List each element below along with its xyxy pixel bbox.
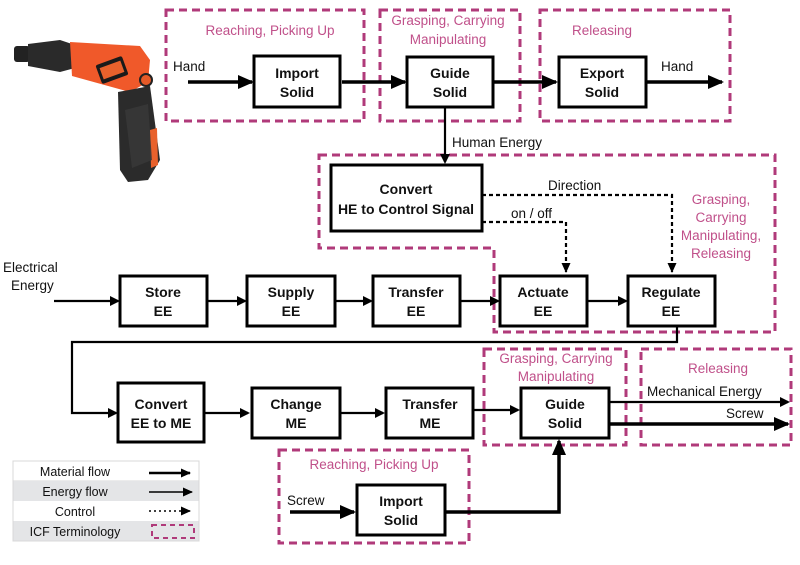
function-label: EE — [282, 303, 301, 319]
function-regulate-ee: Regulate EE — [626, 274, 717, 328]
icf-releasing-top — [538, 8, 732, 123]
function-label: ME — [420, 415, 441, 431]
flow-label: Mechanical Energy — [647, 384, 762, 399]
function-change-me: Change ME — [250, 386, 342, 440]
legend-label-control: Control — [55, 505, 95, 519]
function-label: HE to Control Signal — [338, 201, 474, 217]
icf-grasping-bottom — [482, 347, 628, 447]
flow-label: Energy — [11, 278, 54, 293]
icf-label: Reaching, Picking Up — [309, 457, 438, 472]
function-label: EE — [662, 303, 681, 319]
screwdriver-image — [14, 40, 160, 182]
icf-grasping-top — [378, 8, 522, 123]
function-label: Transfer — [402, 396, 458, 412]
function-guide-solid-top: Guide Solid — [405, 55, 495, 109]
icf-label: Releasing — [691, 246, 751, 261]
function-label: Supply — [268, 284, 315, 300]
flow-control-on-off — [482, 220, 571, 273]
function-store-ee: Store EE — [118, 274, 209, 328]
legend-label-icf: ICF Terminology — [30, 525, 122, 539]
flow-label: Human Energy — [452, 135, 542, 150]
function-label: Store — [145, 284, 181, 300]
function-label: EE — [534, 303, 553, 319]
function-supply-ee: Supply EE — [245, 274, 337, 328]
function-label: EE — [407, 303, 426, 319]
flow-label: Hand — [173, 59, 205, 74]
flow-label: Direction — [548, 178, 601, 193]
flow-label: Electrical — [3, 260, 58, 275]
icf-label: Grasping, Carrying — [391, 13, 504, 28]
flow-label: on / off — [511, 206, 552, 221]
function-label: Export — [580, 65, 625, 81]
flow-energy-wrap — [70, 326, 679, 418]
function-label: Guide — [545, 396, 585, 412]
function-label: Solid — [585, 84, 619, 100]
legend-label-material: Material flow — [40, 465, 111, 479]
function-label: Import — [275, 65, 319, 81]
function-label: Actuate — [517, 284, 569, 300]
flow-label: Screw — [726, 406, 764, 421]
icf-label: Manipulating, — [681, 228, 761, 243]
function-guide-solid-bottom: Guide Solid — [519, 386, 611, 440]
function-label: Change — [270, 396, 322, 412]
function-label: ME — [286, 415, 307, 431]
icf-label: Reaching, Picking Up — [205, 23, 334, 38]
function-transfer-ee: Transfer EE — [371, 274, 462, 328]
function-convert-ee-me: Convert EE to ME — [116, 381, 206, 444]
legend: Material flow Energy flow Control ICF Te… — [12, 460, 200, 542]
icf-label: Grasping, — [692, 192, 751, 207]
function-label: Solid — [280, 84, 314, 100]
function-label: EE — [154, 303, 173, 319]
icf-label: Carrying — [695, 210, 746, 225]
function-convert-he: Convert HE to Control Signal — [329, 163, 484, 233]
function-label: Solid — [384, 512, 418, 528]
icf-reaching-top — [164, 8, 366, 123]
icf-groups — [164, 8, 793, 545]
icf-releasing-bottom — [639, 347, 793, 447]
flow-label: Hand — [661, 59, 693, 74]
icf-label: Grasping, Carrying — [499, 351, 612, 366]
function-import-solid-top: Import Solid — [252, 54, 342, 109]
function-label: Regulate — [641, 284, 700, 300]
icf-label: Releasing — [572, 23, 632, 38]
flow-control-direction — [482, 193, 677, 273]
icf-grasping-mid — [317, 153, 777, 334]
function-label: EE to ME — [131, 415, 192, 431]
legend-label-energy: Energy flow — [42, 485, 108, 499]
icf-reaching-bottom — [277, 448, 471, 545]
legend-icf-box-icon — [151, 524, 195, 539]
function-transfer-me: Transfer ME — [384, 386, 475, 440]
function-label: Transfer — [388, 284, 444, 300]
flow-label: Screw — [287, 493, 325, 508]
icf-label: Manipulating — [410, 32, 487, 47]
icf-label: Releasing — [688, 361, 748, 376]
function-label: Solid — [548, 415, 582, 431]
function-export-solid: Export Solid — [557, 55, 648, 109]
icf-label: Manipulating — [518, 369, 595, 384]
function-import-solid-bottom: Import Solid — [355, 483, 447, 537]
function-label: Convert — [380, 181, 433, 197]
function-label: Convert — [135, 396, 188, 412]
flow-material — [445, 439, 566, 514]
function-label: Guide — [430, 65, 470, 81]
function-actuate-ee: Actuate EE — [498, 274, 589, 328]
function-label: Solid — [433, 84, 467, 100]
function-label: Import — [379, 493, 423, 509]
flows — [54, 75, 790, 519]
